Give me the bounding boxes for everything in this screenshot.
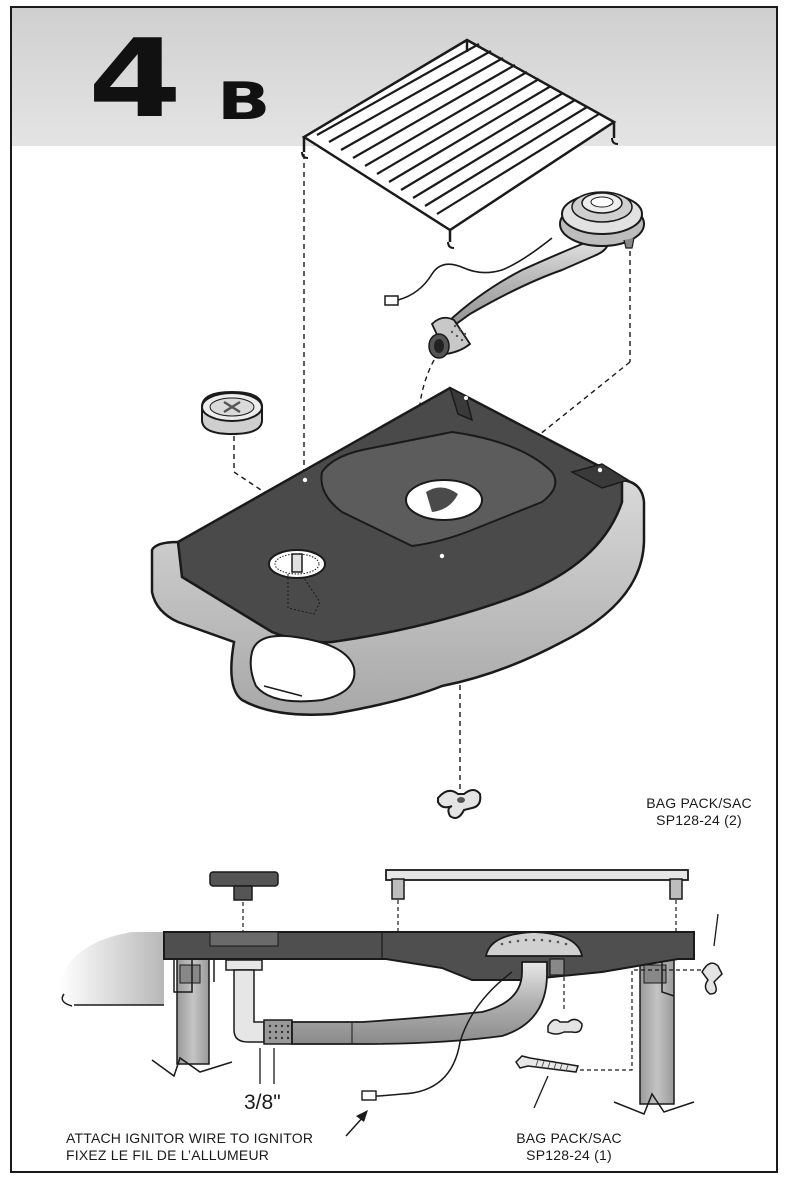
bag-pack-label-top: BAG PACK/SAC SP128-24 (2) (624, 795, 774, 829)
bag-pack-label-bottom: BAG PACK/SAC SP128-24 (1) (494, 1130, 644, 1164)
ignitor-instruction-fr: FIXEZ LE FIL DE L’ALLUMEUR (66, 1147, 270, 1163)
step-number: 4 (88, 17, 182, 142)
grill-grate (301, 38, 619, 249)
control-knob (201, 390, 263, 436)
bag-pack-bottom-line2: SP128-24 (1) (526, 1147, 612, 1163)
bag-pack-top-line1: BAG PACK/SAC (646, 795, 752, 811)
bag-pack-bottom-line1: BAG PACK/SAC (516, 1130, 622, 1146)
cross-section (59, 869, 723, 1137)
measurement-label: 3/8" (244, 1091, 281, 1114)
burner-assembly (384, 191, 645, 359)
ignitor-instruction-en: ATTACH IGNITOR WIRE TO IGNITOR (66, 1130, 314, 1146)
bag-pack-top-line2: SP128-24 (2) (656, 812, 742, 828)
diagram-frame: 4 B BAG PACK/SAC SP128-24 (2) 3/8" ATTAC… (10, 6, 778, 1173)
side-shelf (150, 386, 646, 716)
step-letter: B (217, 72, 271, 132)
wing-nut (437, 789, 482, 819)
ignitor-instruction: ATTACH IGNITOR WIRE TO IGNITOR FIXEZ LE … (66, 1130, 366, 1164)
assembly-diagram (59, 38, 723, 1137)
